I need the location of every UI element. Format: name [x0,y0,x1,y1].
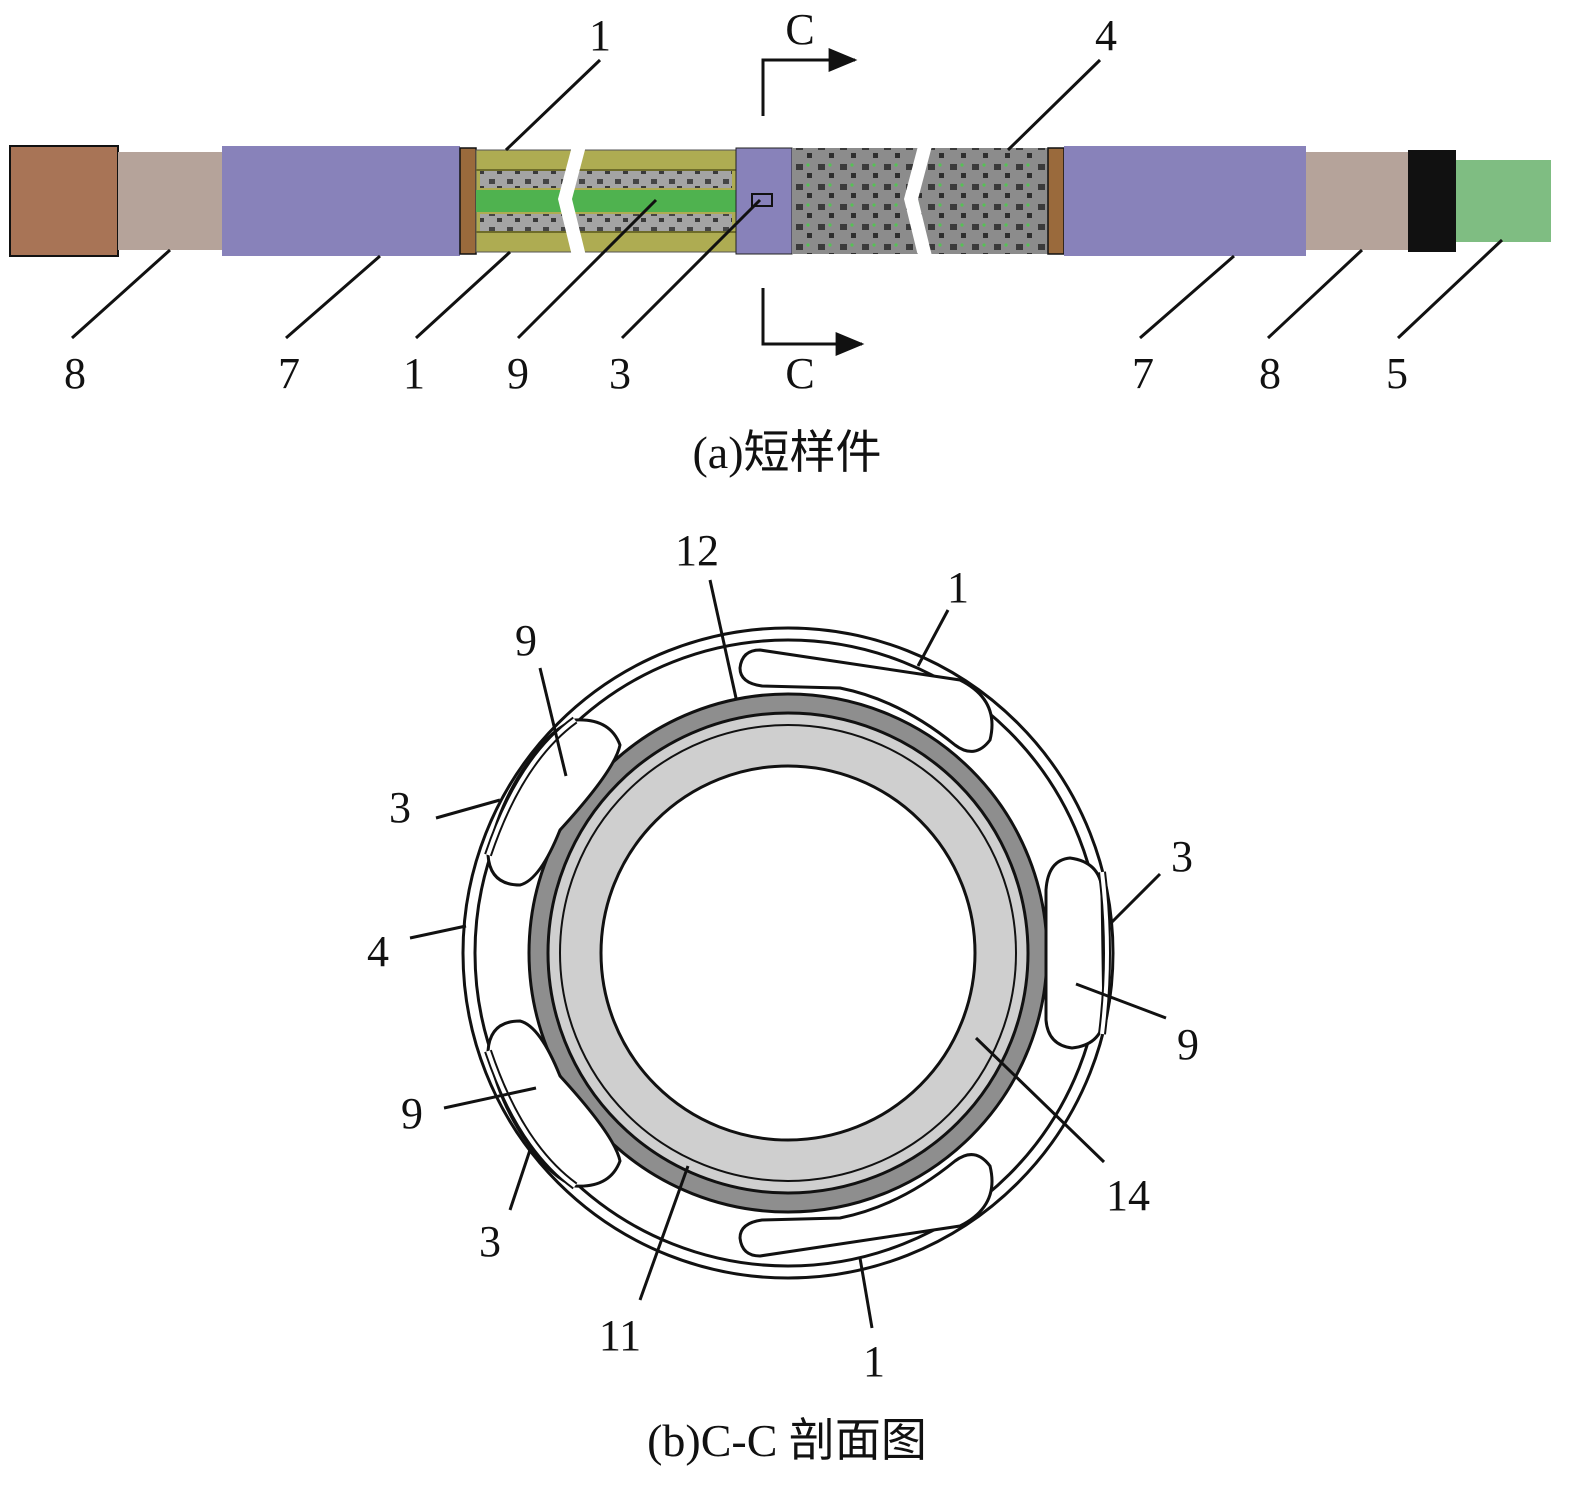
ring-left [459,147,477,255]
tube-pocket-upper-left [486,718,622,887]
cross-section [461,626,1115,1280]
section-label-bottom: C [785,349,814,398]
tube-pocket-right [1044,856,1106,1050]
break-mark-right [904,146,932,256]
sleeve-left [222,146,460,256]
label-b-3-lower-left: 3 [479,1217,501,1266]
green-pipe [1456,160,1551,242]
end-cap-left [9,145,119,257]
label-a-bottom-8b: 8 [1259,349,1281,398]
caption-b: (b)C-C 剖面图 [647,1415,927,1466]
leaders-a [70,58,1504,340]
ring-right [1047,147,1065,255]
tube-pocket-lower-left [486,1019,622,1188]
rib-pocket-top [738,648,994,753]
label-a-bottom-9: 9 [507,349,529,398]
break-mark-left [558,146,586,256]
ribbed-section [475,149,737,253]
leaders-b [409,579,1167,1329]
label-a-top-4: 4 [1095,11,1117,60]
connector-block [735,147,793,255]
label-b-9-right: 9 [1177,1020,1199,1069]
label-b-1-top: 1 [947,563,969,612]
green-tube [476,190,736,212]
label-a-bottom-5: 5 [1386,349,1408,398]
collar-left [118,152,222,250]
section-marker-bottom: C [761,288,865,398]
label-a-bottom-7: 7 [278,349,300,398]
label-b-11: 11 [599,1311,641,1360]
label-a-bottom-1: 1 [403,349,425,398]
label-b-12: 12 [675,526,719,575]
label-a-bottom-3: 3 [609,349,631,398]
label-b-3-upper-left: 3 [389,783,411,832]
connector-window [751,193,773,207]
caption-a: (a)短样件 [692,427,881,478]
section-label-top: C [785,5,814,54]
short-sample-assembly [9,145,1551,257]
label-b-4: 4 [367,927,389,976]
collar-right [1306,152,1408,250]
label-b-9-upper: 9 [515,616,537,665]
label-b-3-right: 3 [1171,832,1193,881]
outer-shell-ring [461,626,1115,1280]
label-b-1-bottom: 1 [863,1337,885,1386]
sleeve-right [1064,146,1306,256]
ring-14-bore [599,764,977,1142]
label-b-9-lower: 9 [401,1089,423,1138]
section-marker-top: C [761,5,858,116]
thread-section [1408,150,1456,252]
label-a-bottom-7b: 7 [1132,349,1154,398]
rib-pocket-bottom [738,1153,994,1258]
label-a-bottom-8: 8 [64,349,86,398]
label-b-14: 14 [1106,1171,1150,1220]
label-a-top-1: 1 [589,11,611,60]
